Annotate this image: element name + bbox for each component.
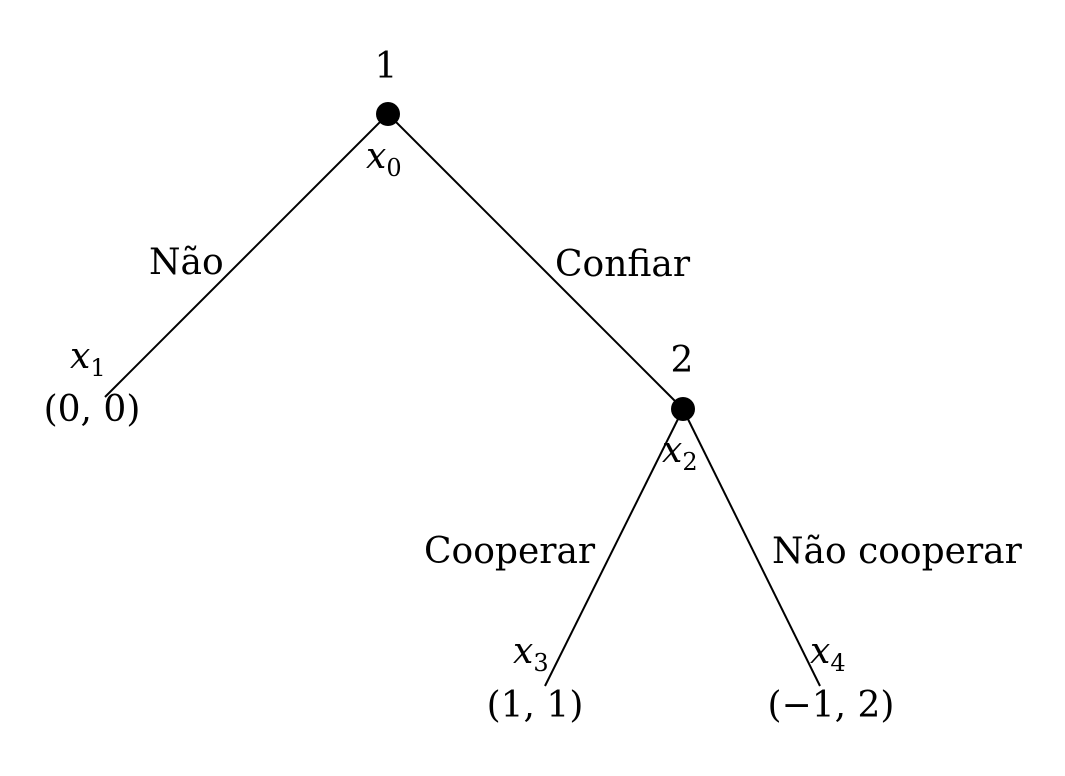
decision-node-x0 [376,102,400,126]
player-label-x2: 2 [671,340,694,381]
player-label-x0: 1 [375,46,398,87]
node-name-x4: x4 [810,631,846,677]
edge-x0-x2 [387,113,684,410]
edge-x0-x1 [104,113,389,398]
node-name-x3: x3 [513,631,549,677]
node-name-x2: x2 [662,430,698,476]
action-label-cooperar: Cooperar [424,531,596,572]
node-name-x1: x1 [70,336,106,382]
action-label-confiar: Confiar [555,244,691,285]
action-label-nao: Não [149,242,224,283]
decision-node-x2 [671,397,695,421]
action-label-nao-cooperar: Não cooperar [772,531,1023,572]
payoff-x3: (1, 1) [487,685,584,726]
payoff-x1: (0, 0) [44,389,141,430]
node-name-x0: x0 [366,136,402,182]
edge-x2-x3 [544,408,684,687]
edge-x2-x4 [682,408,821,687]
payoff-x4: (−1, 2) [768,685,895,726]
